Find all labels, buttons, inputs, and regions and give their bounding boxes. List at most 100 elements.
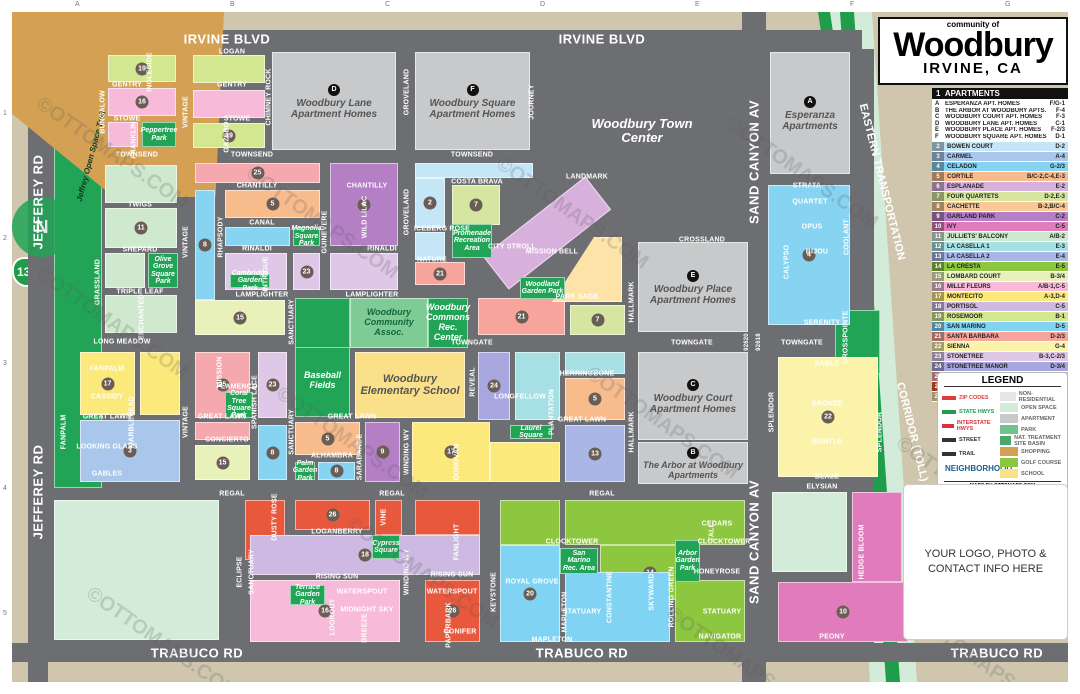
park-peppertree[interactable]: Peppertree Park [141, 122, 177, 147]
neighborhood-block[interactable] [565, 572, 670, 642]
park-sanmarino[interactable]: San Marino Rec. Area [560, 548, 598, 574]
park-arbor[interactable]: Arbor Garden Park [675, 540, 700, 582]
neighborhood-block[interactable] [193, 55, 265, 83]
neighborhood-badge: 25 [251, 166, 264, 180]
park-magnolia[interactable]: Magnolia Square Park [291, 225, 322, 248]
neighborhood-block[interactable] [515, 352, 560, 420]
park-cypress[interactable]: Cypress Square [372, 535, 400, 559]
park-promenade[interactable]: Promenade Recreation Area [452, 224, 492, 258]
neighborhood-block[interactable] [565, 352, 625, 374]
neighborhood-block[interactable] [852, 492, 902, 582]
legend-swatch-icon [942, 410, 956, 414]
open-space [772, 492, 847, 572]
neighborhood-badge: 23 [266, 378, 279, 392]
park-coraltree[interactable]: Coral Tree Square Park [225, 390, 253, 419]
neighborhood-block[interactable] [225, 227, 290, 246]
trabuco-rd-road[interactable] [12, 643, 1068, 662]
neighborhood-block[interactable] [105, 253, 145, 288]
neighborhood-block[interactable] [108, 122, 138, 147]
neighborhood-block[interactable] [415, 163, 533, 178]
neighborhood-block[interactable] [675, 580, 745, 642]
neighborhood-block[interactable] [105, 295, 177, 333]
neighborhood-block[interactable] [415, 232, 445, 260]
baseball-fields[interactable]: Baseball Fields [295, 345, 350, 417]
neighborhood-block[interactable] [195, 422, 250, 440]
neighborhood-block[interactable] [375, 500, 402, 535]
community-association[interactable]: Woodbury Community Assoc. [350, 298, 428, 348]
neighborhood-block[interactable] [140, 352, 180, 415]
street-label-shepard: SHEPARD [122, 246, 158, 254]
neighborhood-block[interactable] [565, 500, 745, 545]
park-palm[interactable]: Palm Garden Park [292, 459, 318, 482]
neighborhood-block[interactable] [80, 352, 135, 415]
neighborhood-num: 4 [932, 162, 944, 171]
park-terrace[interactable]: Terrace Garden Park [290, 584, 325, 606]
neighborhood-block[interactable] [193, 90, 265, 118]
street-label-hallmark: HALLMARK [628, 281, 636, 323]
street-label-gentry: GENTRY [216, 81, 248, 89]
neighborhood-block[interactable] [108, 55, 176, 82]
neighborhood-block[interactable] [415, 500, 480, 535]
advertisement-box[interactable]: YOUR LOGO, PHOTO & CONTACT INFO HERE [903, 484, 1068, 640]
legend-swatch-icon [1000, 403, 1018, 412]
apartment-letter-badge: A [804, 95, 816, 108]
neighborhood-block[interactable] [108, 88, 176, 116]
commons-rec-center[interactable]: Woodbury Commons Rec. Center [426, 298, 470, 348]
sand-canyon-av-road[interactable] [742, 12, 766, 682]
street-label-alhambra: ALHAMBRA [310, 452, 354, 460]
park-olivegrove[interactable]: Olive Grove Square Park [148, 253, 178, 288]
woodbury-elementary-school[interactable]: Woodbury Elementary School [355, 352, 465, 418]
neighborhood-name: JULLIETS' BALCONY [947, 234, 1009, 240]
jefferey-rd-road[interactable] [28, 12, 48, 682]
neighborhood-badge: 10 [836, 605, 850, 619]
park-woodland[interactable]: Woodland Garden Park [520, 277, 565, 299]
grid-column-label: E [695, 1, 700, 8]
neighborhood-block[interactable] [105, 165, 177, 203]
neighborhood-block[interactable] [500, 500, 560, 545]
neighborhood-badge: 8 [198, 238, 212, 252]
irvine-blvd-road[interactable] [12, 30, 862, 49]
neighborhood-block[interactable] [490, 442, 560, 482]
grid-column-label: A [75, 1, 80, 8]
neighborhood-grid: E-3 [1055, 244, 1065, 250]
park-laurel[interactable]: Laurel Square [510, 425, 552, 439]
park-cambridge[interactable]: Cambridge Garden Park [230, 270, 270, 292]
neighborhood-block[interactable] [330, 253, 398, 290]
